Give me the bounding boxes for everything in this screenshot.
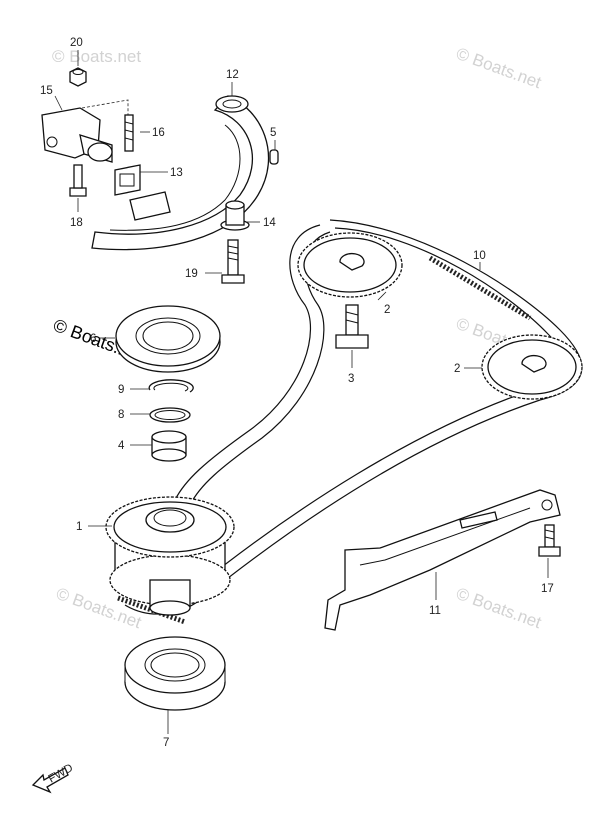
bushing-4 xyxy=(151,430,187,462)
bolt-18 xyxy=(69,164,87,197)
callout-1: 1 xyxy=(76,521,82,533)
callout-10: 10 xyxy=(473,250,486,262)
callout-6: 6 xyxy=(90,333,96,345)
ring-8 xyxy=(149,407,191,423)
tensioner-arm xyxy=(91,95,270,251)
callout-5: 5 xyxy=(270,127,276,139)
forward-arrow-icon xyxy=(31,767,69,794)
callout-16: 16 xyxy=(152,127,165,139)
watermark-top-left: © Boats.net xyxy=(52,47,141,66)
callout-3: 3 xyxy=(348,373,354,385)
callout-12: 12 xyxy=(226,69,239,81)
nut-20 xyxy=(69,67,87,87)
bearing-6 xyxy=(115,305,221,373)
tensioner-body xyxy=(41,99,129,163)
camshaft-sprocket-lower xyxy=(481,334,583,400)
watermark-bottom-right: © Boats.net xyxy=(454,584,544,632)
camshaft-sprocket-upper xyxy=(297,232,403,298)
fwd-arrow: FWD xyxy=(31,762,76,794)
bolt-17 xyxy=(538,524,561,557)
callout-11: 11 xyxy=(429,605,441,617)
stud-16 xyxy=(124,114,134,152)
gasket-13 xyxy=(114,164,141,196)
callout-17: 17 xyxy=(541,583,554,595)
callout-19: 19 xyxy=(185,268,198,280)
callout-7: 7 xyxy=(163,737,169,749)
chain-left-upper-outer xyxy=(174,224,321,501)
crank-gear-1 xyxy=(105,496,235,616)
callout-9: 9 xyxy=(118,384,124,396)
pin-5 xyxy=(269,149,279,165)
callout-labels: 20 15 12 16 5 13 18 14 19 10 2 3 2 6 9 8… xyxy=(40,37,554,749)
chain-guide-11 xyxy=(324,489,561,631)
callout-2-upper: 2 xyxy=(384,304,390,316)
bearing-7 xyxy=(124,636,226,711)
callout-8: 8 xyxy=(118,409,124,421)
callout-18: 18 xyxy=(70,217,83,229)
callout-2-lower: 2 xyxy=(454,363,460,375)
callout-14: 14 xyxy=(263,217,276,229)
callout-4: 4 xyxy=(118,440,125,452)
callout-13: 13 xyxy=(170,167,183,179)
callout-15: 15 xyxy=(40,85,53,97)
snap-ring-9 xyxy=(148,379,194,393)
fwd-label: FWD xyxy=(47,762,76,785)
sleeve-bolt-collar xyxy=(220,200,250,231)
callout-20: 20 xyxy=(70,37,83,49)
chain-links-segment xyxy=(428,255,532,321)
bolt-19 xyxy=(221,239,245,284)
leader-lines xyxy=(54,50,549,734)
bolt-3 xyxy=(335,304,369,349)
watermark-top-right: © Boats.net xyxy=(454,44,544,92)
